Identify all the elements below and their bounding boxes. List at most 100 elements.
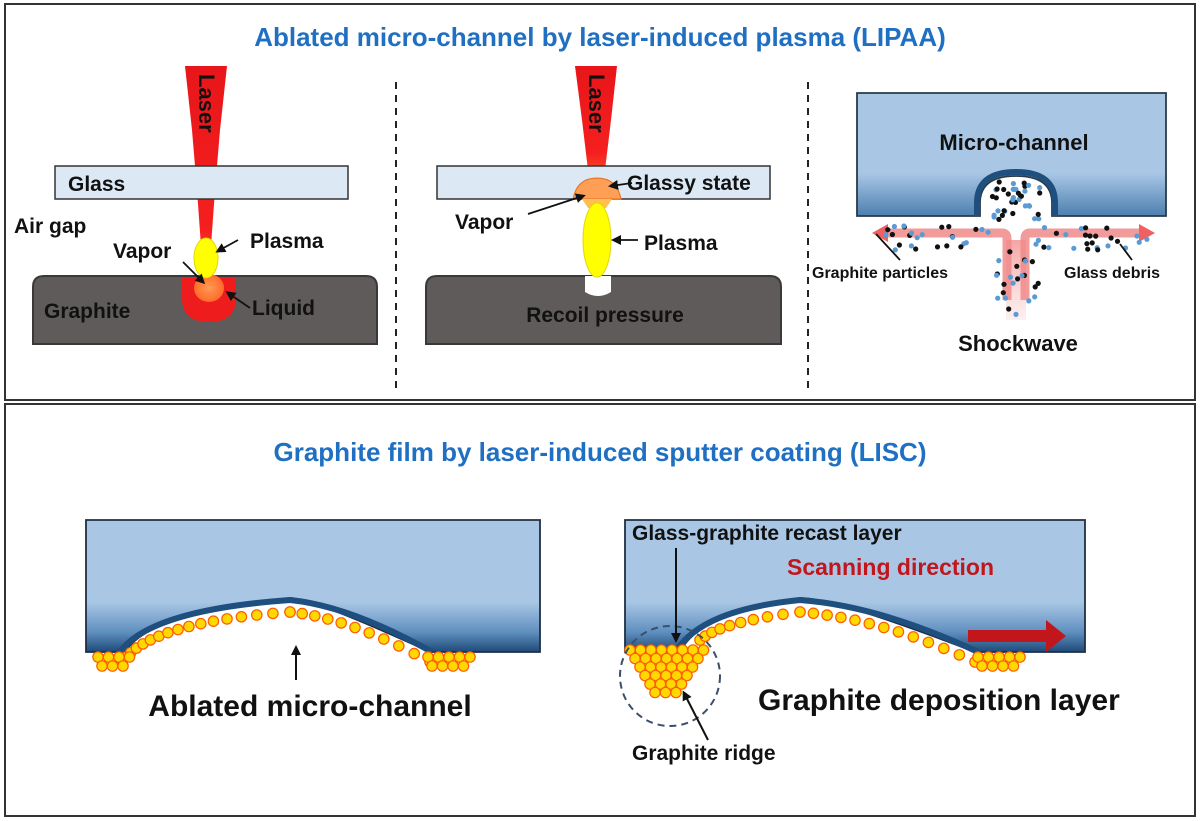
deposition-particle	[464, 651, 476, 663]
glass-debris-particle	[1144, 236, 1150, 242]
graphite-particle	[1010, 210, 1016, 217]
graphite-particle	[939, 224, 945, 230]
glass-debris-particle	[892, 247, 898, 253]
laser-label: Laser	[194, 74, 219, 133]
deposition-particle	[408, 647, 420, 660]
shockwave-left-path	[882, 228, 1012, 300]
deposition-particle	[807, 607, 820, 620]
deposition-particle	[162, 626, 174, 639]
deposition-particles-left	[92, 606, 476, 672]
deposition-particle	[117, 660, 129, 672]
deposition-particle	[457, 660, 470, 672]
ridge-particle	[659, 686, 672, 699]
shockwave-left-head	[872, 224, 888, 242]
graphite-particle	[885, 227, 891, 233]
graphite-particle	[1095, 247, 1101, 253]
glassy-arrow	[608, 180, 633, 190]
laser-label-2: Laser	[584, 74, 609, 133]
deposition-particle	[250, 609, 263, 621]
deposition-particle	[877, 621, 890, 634]
deposition-particle	[922, 636, 935, 649]
bottom-panel-frame	[4, 403, 1196, 817]
glass-label: Glass	[68, 173, 125, 196]
recoil-cavity	[585, 276, 611, 296]
deposition-particle	[953, 649, 966, 661]
channel-wall	[974, 168, 1058, 216]
graphite-particle	[973, 226, 979, 232]
deposition-particle	[221, 613, 233, 625]
deposition-particle	[892, 626, 905, 638]
glass-debris-particle	[979, 226, 985, 233]
graphite-particle	[1084, 241, 1090, 247]
graphite-particles-label: Graphite particles	[812, 265, 948, 282]
deposition-particle	[821, 609, 833, 621]
graphite-particle	[1029, 259, 1035, 265]
graphite-particle	[1001, 186, 1007, 193]
glassy-state-label: Glassy state	[627, 172, 751, 195]
ablated-channel-label: Ablated micro-channel	[148, 690, 471, 723]
graphite-particle	[944, 243, 950, 249]
deposition-particle	[267, 607, 279, 620]
deposition-particle	[997, 660, 1009, 672]
glass-debris-particle	[1010, 195, 1017, 201]
graphite-particle	[1104, 225, 1110, 231]
glass-debris-particle	[1019, 273, 1025, 279]
glass-debris-particle	[1041, 225, 1048, 231]
scanning-direction-arrow	[968, 620, 1066, 652]
deposition-particle	[235, 610, 248, 623]
glass-debris-particle	[1026, 182, 1032, 188]
graphite-particle	[1001, 281, 1007, 287]
graphite-particles-pointer	[875, 233, 901, 261]
shockwave-right-path	[1020, 228, 1142, 300]
glass-debris-particle	[1010, 181, 1017, 187]
graphite-particle	[1015, 276, 1021, 282]
graphite-particle	[989, 193, 996, 200]
graphite-particle	[1087, 233, 1093, 239]
glass-debris-particle	[995, 295, 1001, 301]
glass-debris-particle	[1032, 216, 1038, 222]
deposition-particle	[849, 614, 861, 626]
graphite-particle	[1001, 208, 1007, 214]
deposition-particle	[747, 613, 760, 626]
vapor-label-2: Vapor	[455, 211, 513, 234]
ridge-particle	[670, 686, 682, 699]
top-panel-frame	[4, 3, 1196, 401]
deposition-particle	[195, 617, 207, 630]
deposition-particle	[777, 608, 789, 621]
deposition-particle	[937, 642, 950, 655]
deposition-particle	[436, 660, 449, 672]
glass-debris-particle	[914, 235, 920, 241]
graphite-particle	[996, 179, 1002, 185]
graphite-particle	[1000, 290, 1006, 296]
shockwave-right-head	[1139, 224, 1155, 242]
graphite-particle	[1035, 280, 1041, 286]
glass-debris-particle	[1022, 258, 1029, 264]
liquid-label: Liquid	[252, 297, 315, 320]
graphite-particle	[1114, 238, 1121, 244]
channel-wall-right	[673, 596, 980, 655]
glass-debris-particle	[985, 229, 991, 235]
bottom-title: Graphite film by laser-induced sputter c…	[274, 437, 927, 467]
graphite-particle	[1085, 246, 1091, 252]
deposition-particle	[377, 633, 390, 645]
deposition-particle	[207, 615, 220, 627]
ridge-particle	[692, 652, 704, 665]
graphite-particle	[958, 244, 964, 250]
glass-debris-particle	[891, 223, 898, 230]
graphite-particle	[1007, 249, 1013, 255]
top-title: Ablated micro-channel by laser-induced p…	[254, 22, 946, 52]
laser-beam-2	[575, 66, 617, 190]
plasma-label-2: Plasma	[644, 232, 718, 255]
deposition-particle	[363, 627, 375, 639]
glass-debris-particle	[1037, 185, 1043, 191]
stage-1: Laser Glass Air gap Vapor Plasma Graphit…	[14, 66, 378, 345]
graphite-particle	[1006, 306, 1012, 312]
glass-debris-particle	[908, 230, 915, 236]
graphite-particle	[1089, 240, 1095, 246]
glass-debris-particle	[1007, 274, 1014, 280]
deposition-particle	[392, 640, 405, 652]
micro-channel-label: Micro-channel	[939, 130, 1088, 155]
graphite-ridge-label: Graphite ridge	[632, 742, 776, 765]
graphite-ridge-arrow	[682, 690, 709, 741]
